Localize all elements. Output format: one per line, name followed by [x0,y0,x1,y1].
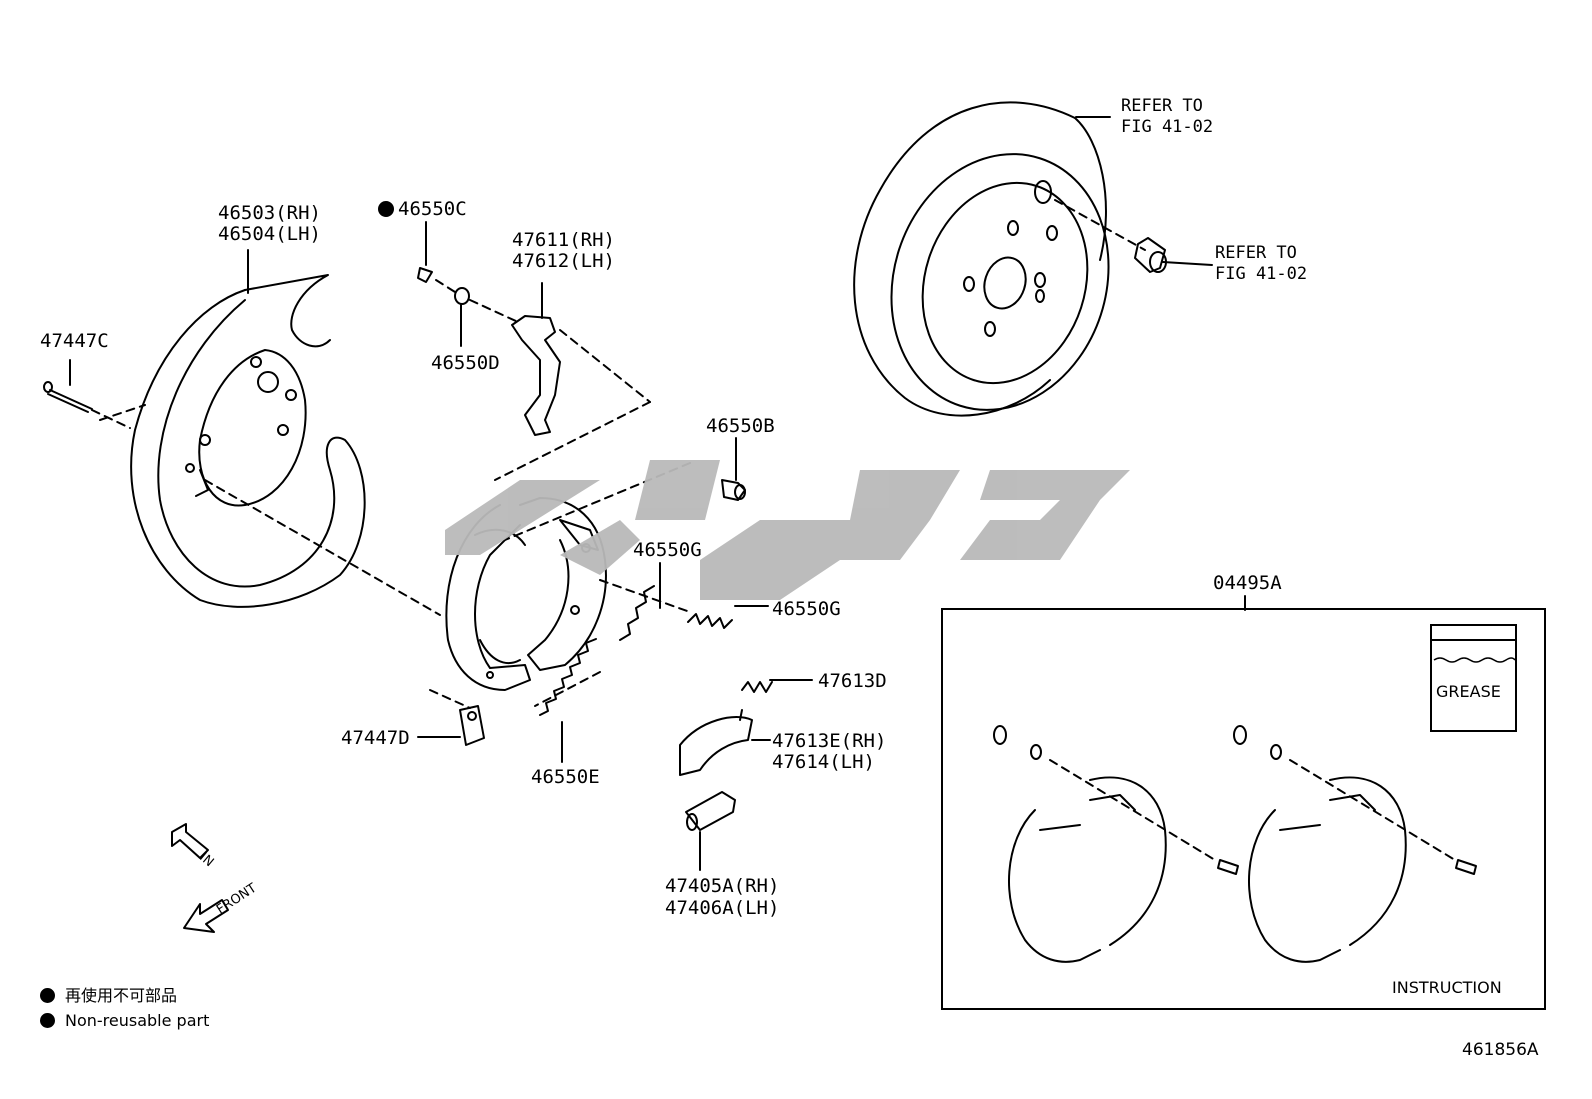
label-46550D: 46550D [431,352,500,374]
legend-dot-icon [40,1013,55,1028]
label-47614: 47614(LH) [772,751,875,773]
spring-46550E [539,638,597,763]
washer-46550D [454,287,470,347]
legend-dot-icon [40,988,55,1003]
clip-47447D [417,705,485,746]
label-46504: 46504(LH) [218,223,321,245]
spring-47613D [741,679,813,693]
adjuster-bolt [685,791,736,871]
label-46550C-row: 46550C [378,198,467,220]
label-47405A: 47405A(RH) [665,875,780,897]
label-47447D: 47447D [341,727,410,749]
label-04495A: 04495A [1213,572,1282,594]
grease-wave [1433,657,1516,663]
legend-en-row: Non-reusable part [40,1011,209,1031]
legend-jp-row: 再使用不可部品 [40,986,177,1006]
kit-shoe-left [993,725,1239,963]
legend-jp: 再使用不可部品 [65,986,178,1005]
instruction-label: INSTRUCTION [1392,978,1502,997]
parking-lever [511,282,561,436]
non-reusable-dot-icon [378,201,394,217]
brake-disc [853,101,1146,417]
pin-47447C [43,359,131,429]
front-arrow-icon [183,899,229,933]
watermark-logo [445,460,1130,600]
spring-46550G-a [619,562,661,641]
label-46550B: 46550B [706,415,775,437]
label-47406A: 47406A(LH) [665,897,780,919]
label-46550E: 46550E [531,766,600,788]
kit-shoe-right [1233,725,1477,963]
label-46550G-a: 46550G [633,539,702,561]
label-47611: 47611(RH) [512,229,615,251]
instruction-box [941,608,1546,1010]
hub-plug [1134,237,1213,273]
ref-disc-line1: REFER TO [1121,96,1203,116]
legend-en: Non-reusable part [65,1011,210,1030]
label-46550G-b: 46550G [772,598,841,620]
label-47612: 47612(LH) [512,250,615,272]
grease-box [1430,624,1517,732]
label-47613D: 47613D [818,670,887,692]
pin-46550B [721,437,746,501]
backing-plate [99,249,441,616]
clip-46550C [417,221,433,283]
grease-label: GREASE [1436,682,1501,701]
in-arrow-icon [171,823,209,859]
label-46550C: 46550C [398,198,467,220]
ref-disc-line2: FIG 41-02 [1121,117,1214,137]
label-46503: 46503(RH) [218,202,321,224]
label-47613E: 47613E(RH) [772,730,887,752]
ref-plug-line2: FIG 41-02 [1215,264,1308,284]
ref-plug-line1: REFER TO [1215,243,1297,263]
spring-46550G-b [687,605,769,629]
label-47447C: 47447C [40,330,109,352]
figure-number: 461856A [1462,1040,1539,1060]
brake-shoe-assembly [445,497,607,691]
adjuster [679,709,771,776]
